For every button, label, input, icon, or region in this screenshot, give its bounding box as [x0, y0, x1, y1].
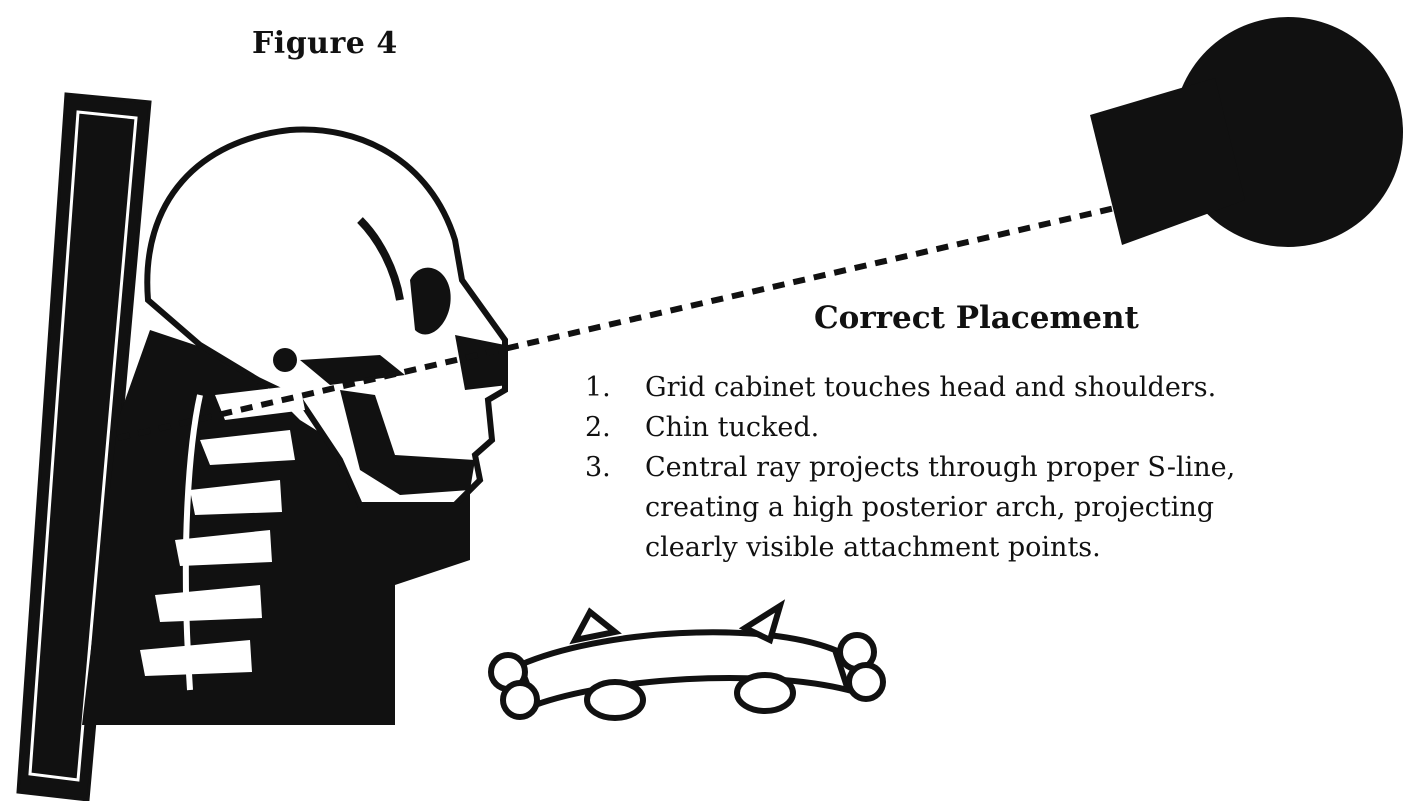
atlas-vertebra-icon	[491, 606, 883, 718]
list-item: 3. Central ray projects through proper S…	[585, 448, 1295, 568]
list-item: 2. Chin tucked.	[585, 408, 1295, 448]
figure-label: Figure 4	[252, 26, 398, 61]
step-text: Central ray projects through proper S-li…	[645, 448, 1295, 568]
step-text: Grid cabinet touches head and shoulders.	[645, 368, 1295, 408]
list-item: 1. Grid cabinet touches head and shoulde…	[585, 368, 1295, 408]
step-number: 3.	[585, 448, 645, 568]
caption-title: Correct Placement	[814, 300, 1139, 336]
placement-steps: 1. Grid cabinet touches head and shoulde…	[585, 368, 1295, 568]
step-text: Chin tucked.	[645, 408, 1295, 448]
step-number: 1.	[585, 368, 645, 408]
ear-canal	[273, 348, 297, 372]
xray-tube	[1090, 17, 1403, 247]
step-number: 2.	[585, 408, 645, 448]
